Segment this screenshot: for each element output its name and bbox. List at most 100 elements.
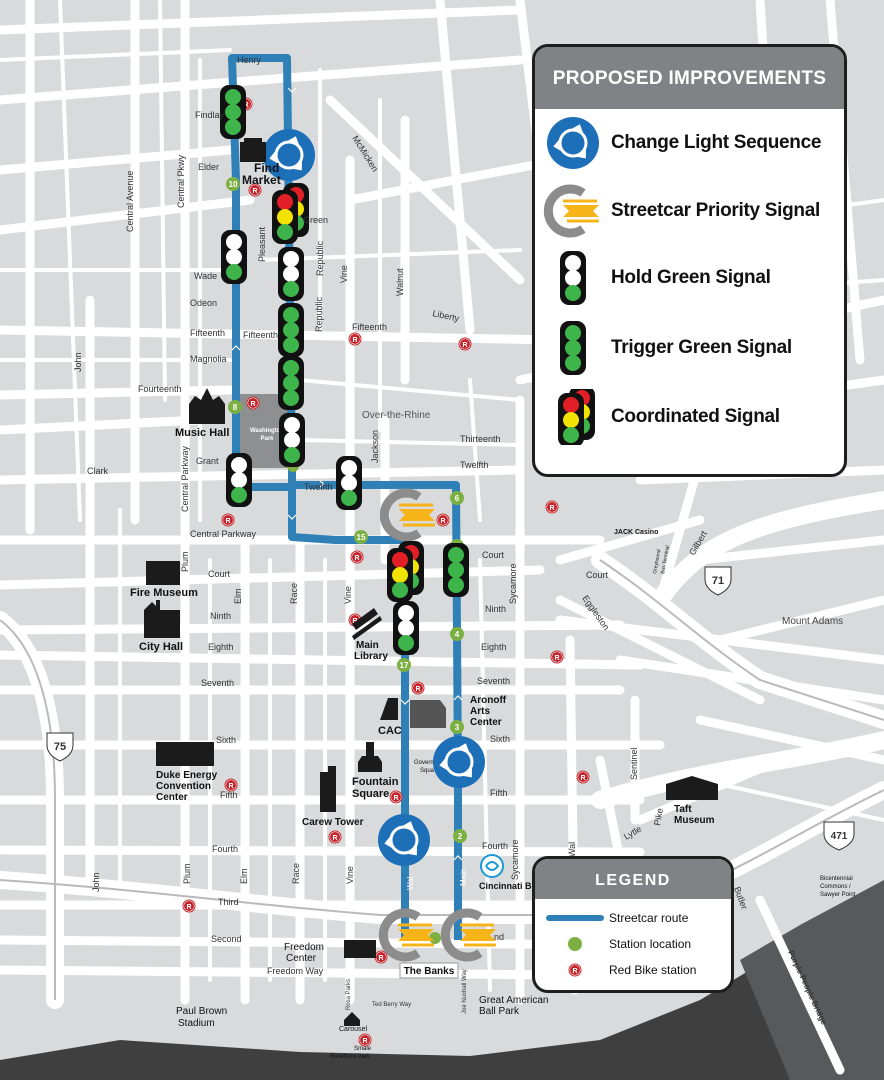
place-label: Duke Energy bbox=[156, 770, 218, 781]
street-label: Fifteenth bbox=[352, 322, 387, 332]
legend-title: LEGEND bbox=[535, 859, 731, 899]
street-label: Sixth bbox=[216, 735, 236, 745]
street-label: Plum bbox=[182, 863, 192, 884]
street-label: Wade bbox=[194, 271, 217, 281]
duke-energy-icon bbox=[156, 742, 214, 766]
legend-item-label: Station location bbox=[609, 937, 692, 951]
proposed-item-change-light-sequence: Change Light Sequence bbox=[535, 115, 844, 171]
music-hall-icon bbox=[189, 388, 225, 424]
svg-text:3: 3 bbox=[455, 723, 460, 732]
station-10: 10 bbox=[226, 177, 240, 191]
svg-text:The Banks: The Banks bbox=[404, 966, 455, 977]
station-8: 8 bbox=[228, 400, 242, 414]
station-17: 17 bbox=[397, 658, 411, 672]
hold-green-signal-icon bbox=[560, 251, 586, 305]
fire-museum-icon bbox=[146, 561, 180, 585]
trigger-green-signal-icon bbox=[278, 356, 304, 410]
coordinated-signal-icon bbox=[272, 183, 309, 244]
proposed-item-streetcar-priority-signal: Streetcar Priority Signal bbox=[535, 183, 844, 239]
street-label: Plum bbox=[180, 551, 190, 572]
hold-green-signal-icon bbox=[279, 413, 305, 467]
street-label: Twelfth bbox=[304, 482, 333, 492]
street-label: Jackson bbox=[370, 430, 380, 463]
street-label: Henry bbox=[237, 55, 262, 65]
highway-shields: 71 75 471 bbox=[46, 566, 855, 851]
place-label: Commons / bbox=[820, 884, 851, 890]
street-label: Ninth bbox=[485, 604, 506, 614]
place-label: Center bbox=[286, 953, 317, 964]
street-label: Race bbox=[289, 583, 299, 604]
place-label: Greyhound bbox=[652, 549, 662, 575]
findlay-market-icon bbox=[240, 138, 266, 162]
hold-green-signal-icon bbox=[226, 453, 252, 507]
the-banks-label-box: The Banks bbox=[399, 962, 459, 979]
svg-text:8: 8 bbox=[233, 403, 238, 412]
street-label: Sycamore bbox=[508, 563, 518, 604]
street-label: Republic bbox=[315, 240, 325, 276]
place-label: Squa bbox=[420, 768, 435, 774]
proposed-improvements-panel: PROPOSED IMPROVEMENTS Change Light Seque… bbox=[532, 44, 847, 477]
street-label: Vine bbox=[343, 586, 353, 604]
legend-item-label: Streetcar route bbox=[609, 911, 689, 925]
main-library-icon bbox=[352, 608, 382, 640]
street-label: Court bbox=[586, 570, 609, 580]
change-light-sequence-icon bbox=[376, 812, 432, 868]
place-label: Govern bbox=[414, 760, 434, 766]
place-label: Stadium bbox=[178, 1018, 215, 1029]
coordinated-signal-icon bbox=[558, 389, 595, 445]
place-label: Mount Adams bbox=[782, 616, 843, 627]
red-bike-icon bbox=[182, 899, 196, 913]
street-label: Pike bbox=[652, 807, 665, 826]
red-bike-icon bbox=[550, 650, 564, 664]
trigger-green-signal-icon bbox=[560, 321, 586, 375]
hold-green-signal-icon bbox=[336, 456, 362, 510]
place-label: Smale bbox=[354, 1046, 372, 1052]
fountain-square-icon bbox=[358, 742, 382, 772]
street-label: Ted Berry Way bbox=[372, 1002, 411, 1008]
street-label: Seventh bbox=[477, 676, 510, 686]
street-label: Wal bbox=[567, 842, 577, 857]
street-label: Fifth bbox=[220, 790, 238, 800]
street-label: Second bbox=[211, 934, 242, 944]
hold-green-signal-icon bbox=[221, 230, 247, 284]
carew-tower-icon bbox=[320, 766, 336, 812]
red-bike-icon bbox=[246, 396, 260, 410]
street-label: Central Avenue bbox=[125, 171, 135, 232]
proposed-item-hold-green-signal: Hold Green Signal bbox=[535, 250, 844, 306]
place-label: Bus Terminal bbox=[660, 545, 671, 574]
place-label: Cincinnati Bell bbox=[479, 881, 542, 891]
interstate-71-shield: 71 bbox=[704, 566, 732, 596]
legend-item-label: Red Bike station bbox=[609, 963, 697, 977]
red-bike-icon bbox=[458, 337, 472, 351]
station-4: 4 bbox=[450, 627, 464, 641]
street-label: Freedom Way bbox=[267, 966, 324, 976]
street-label: Third bbox=[218, 897, 239, 907]
street-label: Court bbox=[482, 550, 505, 560]
station-2: 2 bbox=[453, 829, 467, 843]
street-label: Green bbox=[303, 215, 328, 225]
carousel-icon bbox=[344, 1012, 360, 1026]
proposed-item-label: Coordinated Signal bbox=[611, 406, 780, 427]
red-bike-icon bbox=[545, 500, 559, 514]
place-label: Carew Tower bbox=[302, 817, 364, 828]
hold-green-signal-icon bbox=[278, 247, 304, 301]
place-label: Great American bbox=[479, 995, 548, 1006]
street-label: Joe Nuxhall Way bbox=[462, 969, 468, 1014]
place-label: Aronoff bbox=[470, 695, 507, 706]
street-label: Clark bbox=[87, 466, 109, 476]
proposed-item-label: Streetcar Priority Signal bbox=[611, 200, 820, 221]
place-label: Bicentennial bbox=[820, 876, 853, 882]
station-15: 15 bbox=[354, 530, 368, 544]
place-label: Center bbox=[470, 717, 502, 728]
place-label: Fountain bbox=[352, 776, 399, 788]
place-label: CAC bbox=[378, 725, 402, 737]
legend-item-streetcar-route: Streetcar route bbox=[535, 905, 731, 931]
street-label: Elder bbox=[198, 162, 219, 172]
street-label: Fifteenth bbox=[243, 330, 278, 340]
place-label: Museum bbox=[674, 815, 715, 826]
city-hall-icon bbox=[144, 600, 180, 638]
street-label: Ninth bbox=[210, 611, 231, 621]
proposed-item-coordinated-signal: Coordinated Signal bbox=[535, 389, 844, 445]
svg-text:15: 15 bbox=[357, 533, 366, 542]
place-label: JACK Casino bbox=[614, 529, 658, 536]
